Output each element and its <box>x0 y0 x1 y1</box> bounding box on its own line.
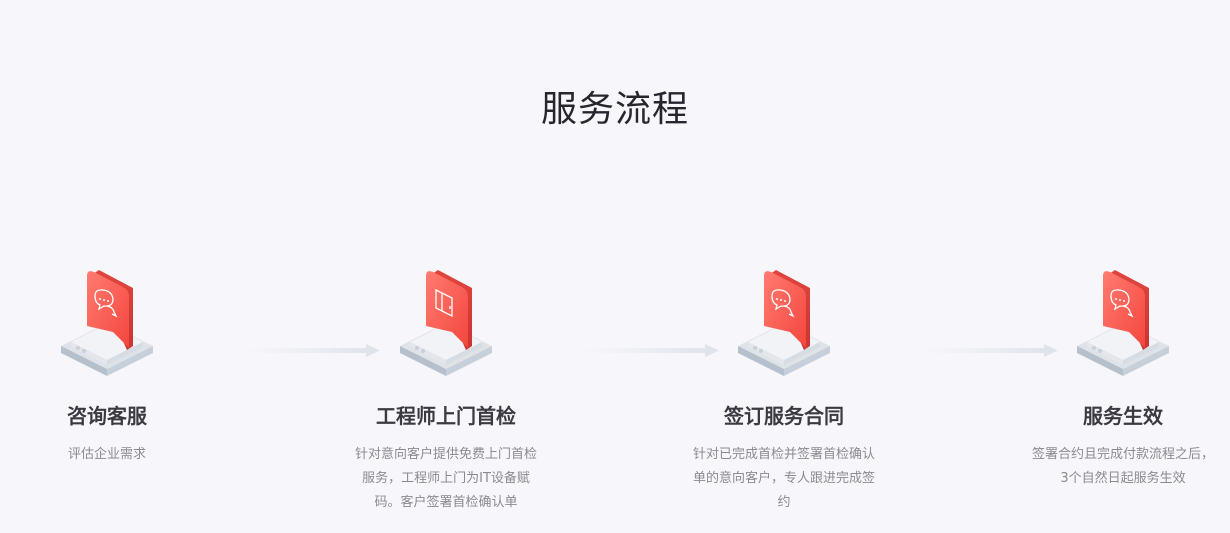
step-title: 咨询客服 <box>67 404 147 428</box>
step-consult: 咨询客服 评估企业需求 <box>0 266 227 467</box>
chat-bubble-icon <box>57 266 157 384</box>
step-description: 签署合约且完成付款流程之后，3个自然日起服务生效 <box>1031 447 1214 486</box>
chat-bubble-icon <box>734 266 834 384</box>
step-title: 签订服务合同 <box>724 404 844 428</box>
step-description: 评估企业需求 <box>67 447 146 462</box>
arrow-right-icon <box>581 343 721 359</box>
step-onsite-inspection: 工程师上门首检 针对意向客户提供免费上门首检服务，工程师上门为IT设备赋码。客户… <box>326 266 566 515</box>
door-icon <box>396 266 496 384</box>
section-title: 服务流程 <box>540 89 689 130</box>
step-description: 针对已完成首检并签署首检确认单的意向客户，专人跟进完成签约 <box>692 447 875 510</box>
arrow-right-icon <box>242 343 382 359</box>
step-description: 针对意向客户提供免费上门首检服务，工程师上门为IT设备赋码。客户签署首检确认单 <box>354 447 537 510</box>
arrow-right-icon <box>920 343 1060 359</box>
step-service-effective: 服务生效 签署合约且完成付款流程之后，3个自然日起服务生效 <box>1003 266 1230 491</box>
chat-bubble-icon <box>1073 266 1173 384</box>
step-title: 工程师上门首检 <box>376 404 516 428</box>
step-sign-contract: 签订服务合同 针对已完成首检并签署首检确认单的意向客户，专人跟进完成签约 <box>664 266 904 515</box>
step-title: 服务生效 <box>1083 404 1163 428</box>
